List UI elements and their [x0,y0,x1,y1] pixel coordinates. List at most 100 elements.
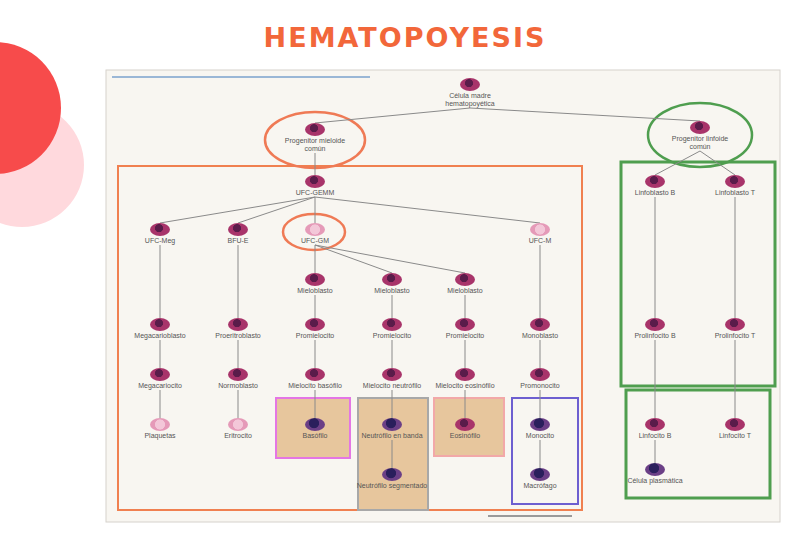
cell-body [305,223,325,236]
cell-node: Megacarioblasto [123,318,197,340]
cell-node: Promielocito [428,318,502,340]
cell-node: Prolinfocito T [698,318,772,340]
cell-label: Célula plasmática [618,477,692,485]
cell-node: Neutrófilo en banda [355,418,429,440]
cell-label: Linfocito T [698,432,772,440]
cell-node: Eritrocito [201,418,275,440]
cell-body [305,368,325,381]
cell-body [305,418,325,431]
cell-node: Megacariocito [123,368,197,390]
decor-circle [0,42,61,174]
cell-label: Promielocito [428,332,502,340]
cell-body [228,418,248,431]
cell-body [382,318,402,331]
highlight-box [358,398,428,510]
cell-label: Promonocito [503,382,577,390]
lineage-line [540,245,541,318]
cell-body [455,368,475,381]
cell-label: Linfoblasto T [698,189,772,197]
cell-node: Monoblasto [503,318,577,340]
lineage-line [160,340,161,368]
cell-label: Mielocito basófilo [278,382,352,390]
lineage-line [238,340,239,368]
cell-label: Mieloblasto [428,287,502,295]
cell-node: Mieloblasto [428,273,502,295]
lineage-line [315,340,316,368]
cell-label: UFC-GM [278,237,352,245]
cell-label: Progenitor mieloide común [278,137,352,153]
cell-label: Neutrófilo en banda [355,432,429,440]
figure-panel [106,70,780,522]
lineage-line [238,197,315,223]
cell-body [645,463,665,476]
cell-label: UFC-GEMM [278,189,352,197]
cell-body [382,468,402,481]
lineage-line [465,340,466,368]
cell-label: Megacarioblasto [123,332,197,340]
cell-node: Plaquetas [123,418,197,440]
cell-body [150,368,170,381]
cell-node: UFC-GEMM [278,175,352,197]
cell-node: Proeritroblasto [201,318,275,340]
cell-node: Mieloblasto [278,273,352,295]
cell-body [228,318,248,331]
cell-body [455,318,475,331]
cell-body [455,273,475,286]
cell-label: Normoblasto [201,382,275,390]
lineage-line [315,390,316,418]
cell-node: Normoblasto [201,368,275,390]
lineage-line [735,340,736,418]
cell-label: BFU-E [201,237,275,245]
cell-label: Monoblasto [503,332,577,340]
cell-node: Mielocito eosinófilo [428,368,502,390]
cell-node: Linfocito B [618,418,692,440]
lineage-line [655,440,656,463]
cell-node: Prolinfocito B [618,318,692,340]
cell-body [382,418,402,431]
lineage-line [655,340,656,418]
highlight-ellipse [265,112,365,168]
cell-node: Mielocito neutrófilo [355,368,429,390]
cell-body [228,223,248,236]
lineage-line [315,153,316,175]
cell-node: Linfocito T [698,418,772,440]
diagram-title: HEMATOPOYESIS [0,22,810,53]
highlight-ellipse [283,214,345,250]
highlight-box [276,398,350,458]
cell-node: Linfoblasto T [698,175,772,197]
cell-body [645,318,665,331]
cell-label: Megacariocito [123,382,197,390]
cell-body [725,418,745,431]
lineage-line [315,295,316,318]
lineage-line [160,197,315,223]
cell-label: UFC-Meg [123,237,197,245]
cell-label: Basófilo [278,432,352,440]
cell-node: UFC-GM [278,223,352,245]
cell-body [530,418,550,431]
cell-body [150,223,170,236]
cell-label: Monocito [503,432,577,440]
lineage-line [540,440,541,468]
cell-node: Célula plasmática [618,463,692,485]
cell-body [530,368,550,381]
cell-body [305,318,325,331]
cell-node: Macrófago [503,468,577,490]
cell-node: Progenitor mieloide común [278,123,352,153]
lineage-line [315,197,540,223]
cell-label: Prolinfocito T [698,332,772,340]
cell-node: Promonocito [503,368,577,390]
cell-body [530,318,550,331]
cell-label: Célula madre hematopoyética [433,92,507,108]
cell-body [382,273,402,286]
lineage-line [465,295,466,318]
cell-body [455,418,475,431]
highlight-ellipse [648,103,752,167]
lineage-line [315,245,465,273]
cell-node: Linfoblasto B [618,175,692,197]
lineage-line [315,108,470,123]
lineage-line [700,151,735,175]
lineage-line [160,390,161,418]
cell-body [690,121,710,134]
